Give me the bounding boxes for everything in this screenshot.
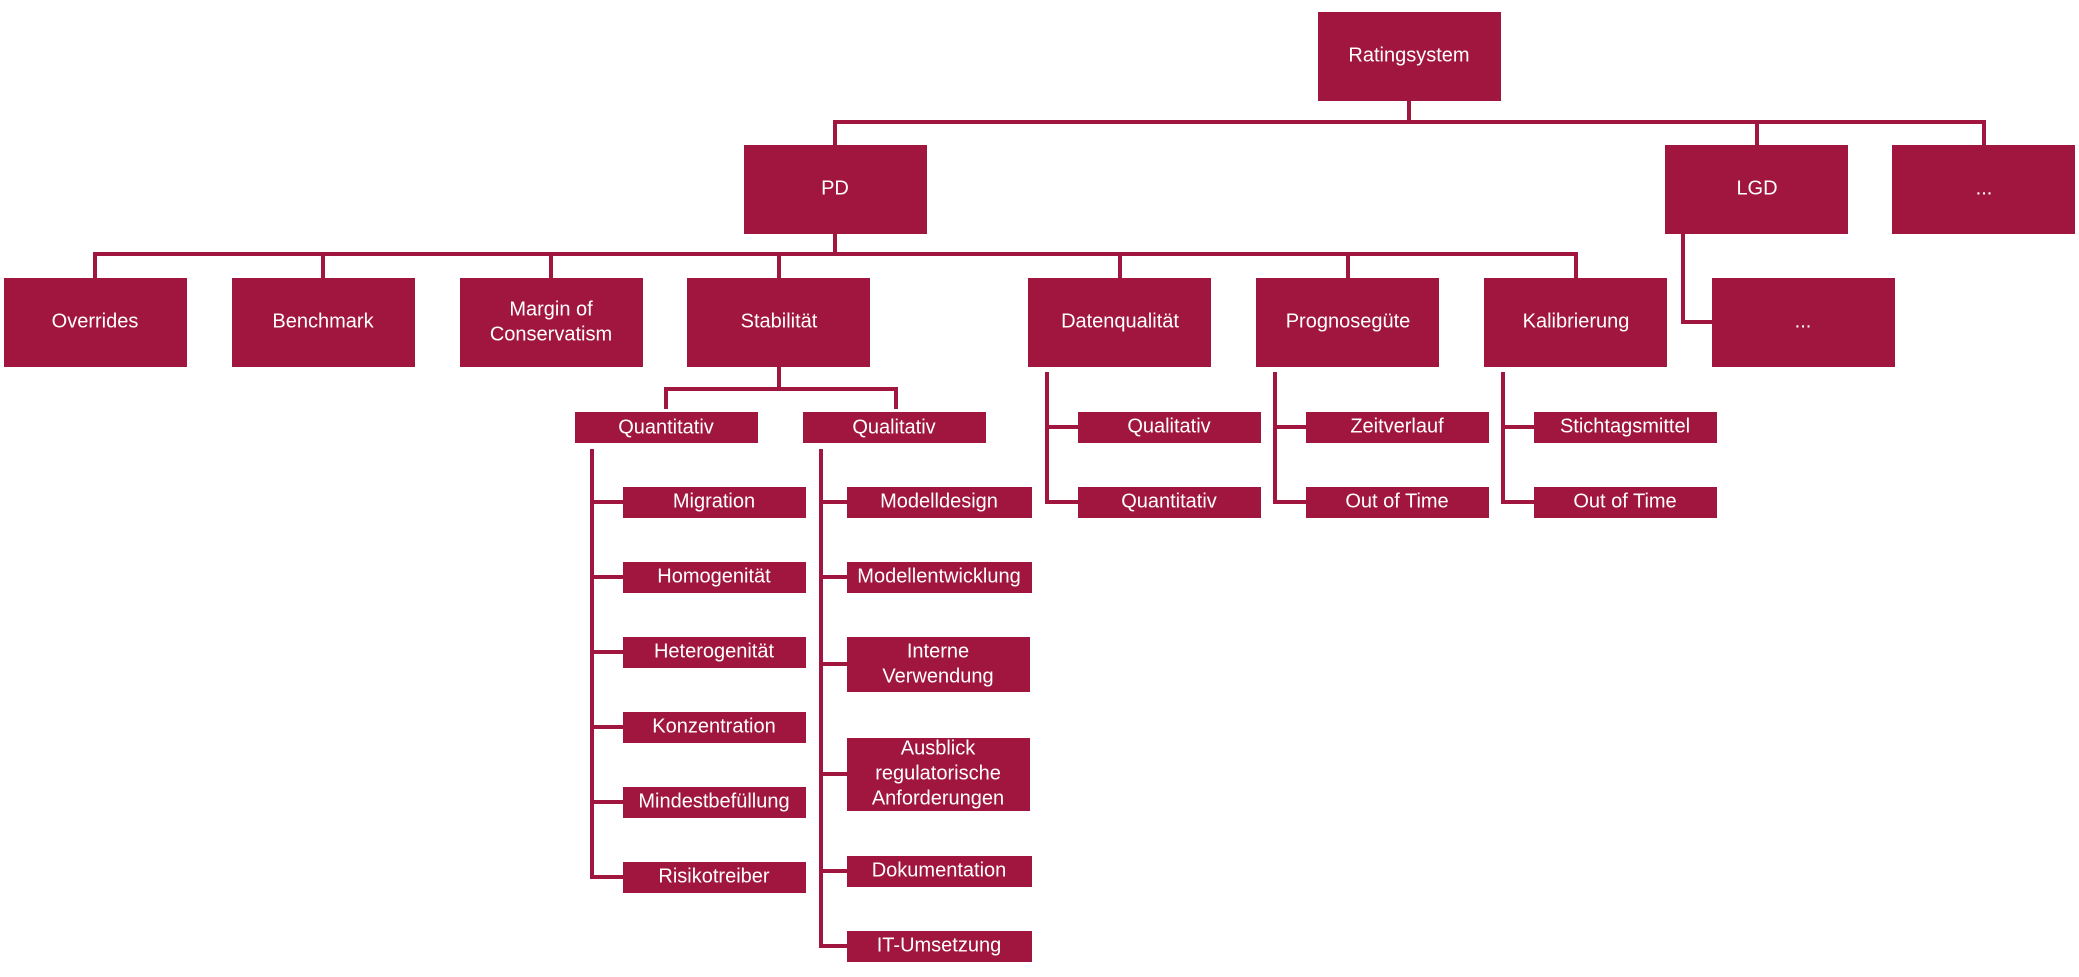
node-lgd-other-label: ... [1795,310,1812,332]
item-dq-qualitativ: Qualitativ [1127,415,1210,437]
node-level1-other-label: ... [1976,177,1993,199]
item-migration: Migration [673,490,755,512]
node-overrides-label: Overrides [52,310,139,332]
node-ratingsystem-label: Ratingsystem [1348,44,1469,66]
node-stab-qualitativ-label: Qualitativ [852,416,935,438]
node-stabilitaet-label: Stabilität [741,310,818,332]
item-interne-verwendung-line2: Verwendung [882,665,993,687]
node-lgd-other: ... [1712,278,1895,367]
list-kalibrierung: Stichtagsmittel Out of Time [1534,412,1717,518]
node-pd: PD [744,145,927,234]
connector-kalibrierung [1501,372,1536,504]
list-item: IT-Umsetzung [847,931,1032,962]
node-moc-label-line2: Conservatism [490,323,612,345]
connector-lgd [1681,232,1714,324]
list-item: Dokumentation [847,856,1032,887]
item-dokumentation: Dokumentation [872,859,1007,881]
node-lgd: LGD [1665,145,1848,234]
list-stab-quantitativ: Migration Homogenität Heterogenität Konz… [623,487,806,893]
item-homogenitaet: Homogenität [657,565,771,587]
item-pg-out-of-time: Out of Time [1345,490,1448,512]
node-stabilitaet: Stabilität [687,278,870,367]
connector-prognoseguete [1273,372,1308,504]
list-item: Modellentwicklung [847,562,1032,593]
node-stab-quantitativ-label: Quantitativ [618,416,714,438]
connector-datenqualitaet [1045,372,1080,504]
item-ausblick-line1: Ausblick [901,737,976,759]
node-overrides: Overrides [4,278,187,367]
item-interne-verwendung-line1: Interne [907,640,969,662]
node-kalibrierung: Kalibrierung [1484,278,1667,367]
item-konzentration: Konzentration [652,715,775,737]
node-moc-label-line1: Margin of [509,298,593,320]
connector-root [833,100,1986,147]
item-ausblick-line2: regulatorische [875,762,1001,784]
item-pg-zeitverlauf: Zeitverlauf [1350,415,1444,437]
item-modellentwicklung: Modellentwicklung [857,565,1020,587]
item-ausblick-line3: Anforderungen [872,787,1004,809]
node-pd-label: PD [821,177,849,199]
list-prognoseguete: Zeitverlauf Out of Time [1306,412,1489,518]
list-item: Ausblick regulatorische Anforderungen [847,737,1030,811]
list-stab-qualitativ: Modelldesign Modellentwicklung Interne V… [847,487,1032,962]
connector-lines [93,100,1986,948]
item-kal-stichtagsmittel: Stichtagsmittel [1560,415,1690,437]
connector-pd [93,232,1578,280]
list-item: Mindestbefüllung [623,787,806,818]
node-stab-quantitativ: Quantitativ [575,412,758,443]
list-item: Homogenität [623,562,806,593]
item-risikotreiber: Risikotreiber [658,865,769,887]
node-kalibrierung-label: Kalibrierung [1523,310,1630,332]
list-item: Qualitativ [1078,412,1261,443]
list-item: Quantitativ [1078,487,1261,518]
node-stab-qualitativ: Qualitativ [803,412,986,443]
node-margin-of-conservatism: Margin of Conservatism [460,278,643,367]
item-dq-quantitativ: Quantitativ [1121,490,1217,512]
node-prognoseguete: Prognosegüte [1256,278,1439,367]
list-item: Risikotreiber [623,862,806,893]
node-lgd-label: LGD [1736,177,1777,199]
connector-stab-quantitativ [590,449,625,879]
connector-stab-qualitativ [819,449,849,948]
node-benchmark: Benchmark [232,278,415,367]
node-datenqualitaet: Datenqualität [1028,278,1211,367]
item-modelldesign: Modelldesign [880,490,998,512]
node-datenqualitaet-label: Datenqualität [1061,310,1179,332]
node-benchmark-label: Benchmark [272,310,374,332]
node-prognoseguete-label: Prognosegüte [1286,310,1411,332]
item-mindestbefuellung: Mindestbefüllung [638,790,789,812]
list-item: Heterogenität [623,637,806,668]
node-level1-other: ... [1892,145,2075,234]
list-item: Out of Time [1534,487,1717,518]
list-item: Zeitverlauf [1306,412,1489,443]
list-item: Konzentration [623,712,806,743]
list-item: Modelldesign [847,487,1032,518]
connector-stabilitaet [664,366,898,409]
list-item: Out of Time [1306,487,1489,518]
node-ratingsystem: Ratingsystem [1318,12,1501,101]
item-it-umsetzung: IT-Umsetzung [877,934,1001,956]
list-datenqualitaet: Qualitativ Quantitativ [1078,412,1261,518]
list-item: Interne Verwendung [847,637,1030,692]
list-item: Migration [623,487,806,518]
list-item: Stichtagsmittel [1534,412,1717,443]
item-heterogenitaet: Heterogenität [654,640,775,662]
item-kal-out-of-time: Out of Time [1573,490,1676,512]
